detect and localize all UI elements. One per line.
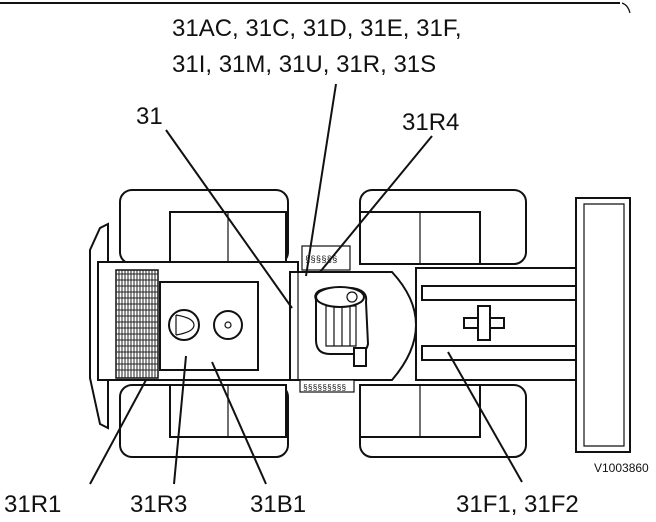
- rear-right-wheel: [119, 384, 289, 458]
- steering-wheel-icon: [315, 286, 365, 308]
- front-left-wheel: [359, 189, 527, 265]
- leader-31f: [447, 351, 523, 483]
- leader-31r4: [319, 135, 433, 273]
- label-31: 31: [136, 103, 163, 130]
- label-31b1: 31B1: [250, 491, 306, 518]
- bucket: [575, 197, 631, 453]
- leader-top: [305, 83, 337, 277]
- vent-pattern-top: §§§§§§: [305, 255, 337, 265]
- leader-31b1: [211, 361, 267, 485]
- top-border-curl: [621, 2, 631, 14]
- cab-vent-bottom: [299, 379, 355, 393]
- figure-code: V1003860: [594, 461, 649, 475]
- label-31r4: 31R4: [402, 109, 459, 136]
- bucket-edge: [583, 203, 625, 447]
- leader-31r3: [173, 355, 187, 485]
- fuel-cap-icon: [168, 309, 200, 341]
- label-31f1-31f2: 31F1, 31F2: [456, 491, 579, 518]
- cab-lever: [353, 347, 367, 367]
- radiator-grille: [115, 269, 159, 379]
- label-31r1: 31R1: [4, 491, 61, 518]
- loader-arm-right: [421, 345, 577, 361]
- leader-31r1: [89, 379, 147, 485]
- label-31r3: 31R3: [130, 491, 187, 518]
- loader-arm-left: [421, 285, 577, 301]
- front-right-wheel: [359, 384, 527, 458]
- vent-pattern-bottom: §§§§§§§§§: [303, 384, 346, 393]
- tilt-linkage: [477, 305, 491, 341]
- label-top-line1: 31AC, 31C, 31D, 31E, 31F,: [172, 15, 462, 42]
- leader-31: [165, 129, 293, 309]
- rear-left-wheel: [119, 189, 289, 265]
- filler-cap-icon: [213, 310, 243, 340]
- label-top-line2: 31I, 31M, 31U, 31R, 31S: [172, 51, 436, 78]
